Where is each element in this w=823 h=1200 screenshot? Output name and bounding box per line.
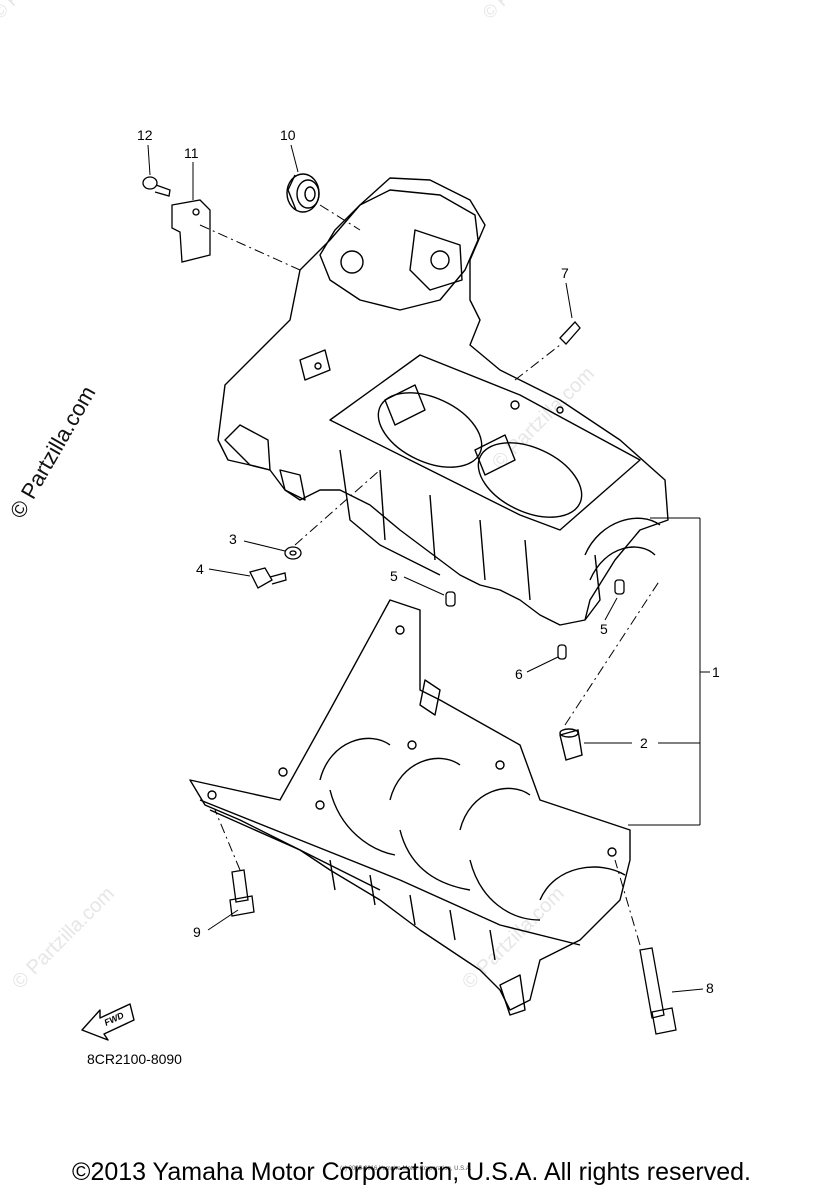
- part-7-dowel-pin: [559, 321, 581, 345]
- part-11-bracket: [171, 199, 211, 263]
- part-4-bolt: [249, 567, 287, 589]
- part-12-screw: [142, 176, 171, 197]
- watermark-left-lower: © Partzilla.com: [8, 883, 119, 994]
- part-6-pin: [557, 644, 567, 660]
- watermark-center: © Partzilla.com: [488, 363, 599, 474]
- part-8-long-bolt: [639, 947, 677, 1035]
- part-2-plug: [559, 728, 583, 761]
- callout-6: 6: [515, 666, 523, 682]
- callout-4: 4: [196, 561, 204, 577]
- partzilla-side-watermark: © Partzilla.com: [5, 382, 101, 523]
- part-5-dowel-left: [445, 591, 456, 607]
- watermark-top-left: © Partzilla.com: [0, 0, 89, 23]
- part-10-bearing: [286, 173, 320, 213]
- part-9-bolt: [229, 869, 255, 917]
- callout-10: 10: [280, 127, 296, 143]
- callout-5-left: 5: [390, 568, 398, 584]
- diagram-code: 8CR2100-8090: [87, 1051, 182, 1067]
- callout-7: 7: [561, 265, 569, 281]
- copyright-notice: ©2013 Yamaha Motor Corporation, U.S.A. A…: [72, 1158, 751, 1186]
- callout-2: 2: [640, 735, 648, 751]
- callout-8: 8: [706, 980, 714, 996]
- part-3-washer: [284, 546, 302, 560]
- callout-1: 1: [712, 664, 720, 680]
- callout-3: 3: [229, 531, 237, 547]
- callout-5-right: 5: [600, 621, 608, 637]
- callout-9: 9: [193, 924, 201, 940]
- lower-crankcase: [189, 599, 631, 1016]
- small-credit-line: (c) 2005-2016 Yamaha Motor Corporation, …: [340, 1166, 472, 1172]
- callout-11: 11: [184, 145, 199, 161]
- fwd-arrow-icon: FWD: [81, 1003, 135, 1041]
- watermark-top: © Partzilla.com: [479, 0, 579, 23]
- part-5-dowel-right: [614, 579, 625, 595]
- callout-12: 12: [137, 127, 153, 143]
- leader-lines: [147, 144, 710, 993]
- upper-crankcase: [217, 177, 669, 626]
